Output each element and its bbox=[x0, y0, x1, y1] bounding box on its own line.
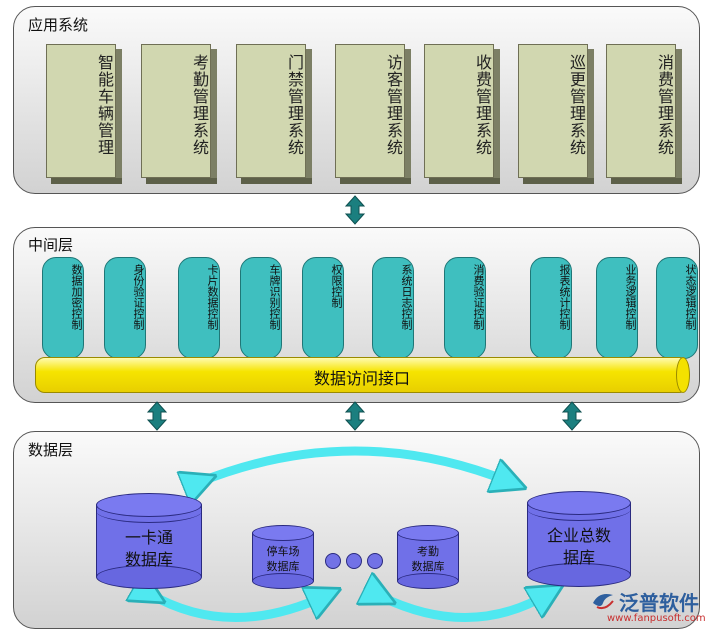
ellipsis-dot bbox=[367, 553, 383, 569]
app-box-label: 访客管理系统 bbox=[384, 54, 403, 156]
mw-label: 系统日志控制 bbox=[400, 264, 413, 330]
db-label: 停车场 数据库 bbox=[266, 545, 300, 573]
sync-arrow-bottom-right bbox=[380, 594, 548, 622]
ellipsis-dot bbox=[325, 553, 341, 569]
brand-name: 泛普软件 bbox=[619, 591, 699, 615]
db-parking: 停车场 数据库 bbox=[252, 525, 314, 589]
mw-label: 车牌识别控制 bbox=[268, 264, 281, 330]
middle-layer-title: 中间层 bbox=[28, 236, 74, 254]
app-layer-title: 应用系统 bbox=[28, 16, 89, 34]
mw-label: 数据加密控制 bbox=[70, 264, 83, 330]
db-enterprise: 企业总数 据库 bbox=[527, 491, 631, 587]
mw-report: 报表统计控制 bbox=[530, 257, 572, 359]
mw-label: 消费验证控制 bbox=[472, 264, 485, 330]
mw-label: 状态逻辑控制 bbox=[684, 264, 697, 330]
app-box-label: 智能车辆管理 bbox=[95, 54, 114, 156]
brand-logo-icon bbox=[593, 594, 614, 610]
app-box-label: 消费管理系统 bbox=[655, 54, 674, 156]
mw-state: 状态逻辑控制 bbox=[656, 257, 698, 359]
app-box-patrol: 巡更管理系统 bbox=[518, 44, 594, 184]
data-layer-title: 数据层 bbox=[28, 441, 74, 459]
mw-label: 业务逻辑控制 bbox=[624, 264, 637, 330]
app-box-label: 收费管理系统 bbox=[473, 54, 492, 156]
double-arrow-icon bbox=[344, 195, 366, 225]
mw-label: 卡片数据控制 bbox=[206, 264, 219, 330]
db-card-system: 一卡通 数据库 bbox=[96, 493, 202, 589]
db-label: 一卡通 数据库 bbox=[124, 528, 173, 569]
mw-label: 报表统计控制 bbox=[558, 264, 571, 330]
app-box-consume: 消费管理系统 bbox=[606, 44, 682, 184]
db-attendance: 考勤 数据库 bbox=[397, 525, 459, 589]
brand-logo: 泛普软件 www.fanpusoft.com bbox=[587, 587, 709, 627]
data-access-bus: 数据访问接口 bbox=[35, 357, 690, 393]
mw-encryption: 数据加密控制 bbox=[42, 257, 84, 359]
double-arrow-icon bbox=[561, 401, 583, 431]
app-box-visitor: 访客管理系统 bbox=[335, 44, 411, 184]
mw-label: 身份验证控制 bbox=[132, 264, 145, 330]
app-box-attendance: 考勤管理系统 bbox=[141, 44, 217, 184]
bus-label: 数据访问接口 bbox=[313, 369, 410, 388]
double-arrow-icon bbox=[344, 401, 366, 431]
ellipsis-dot bbox=[346, 553, 362, 569]
mw-permission: 权限控制 bbox=[302, 257, 344, 359]
sync-arrow-top bbox=[200, 446, 510, 482]
mw-plate: 车牌识别控制 bbox=[240, 257, 282, 359]
mw-business: 业务逻辑控制 bbox=[596, 257, 638, 359]
mw-syslog: 系统日志控制 bbox=[372, 257, 414, 359]
app-box-label: 巡更管理系统 bbox=[567, 54, 586, 156]
sync-arrow-bottom-left bbox=[150, 594, 325, 622]
db-label: 企业总数 据库 bbox=[546, 526, 611, 567]
mw-label: 权限控制 bbox=[330, 264, 343, 308]
app-box-label: 考勤管理系统 bbox=[190, 54, 209, 156]
brand-url: www.fanpusoft.com bbox=[607, 613, 706, 624]
app-box-charge: 收费管理系统 bbox=[424, 44, 500, 184]
double-arrow-icon bbox=[146, 401, 168, 431]
app-box-access: 门禁管理系统 bbox=[236, 44, 312, 184]
app-box-vehicle: 智能车辆管理 bbox=[46, 44, 122, 184]
db-label: 考勤 数据库 bbox=[411, 545, 445, 573]
mw-card-data: 卡片数据控制 bbox=[178, 257, 220, 359]
app-box-label: 门禁管理系统 bbox=[285, 54, 304, 156]
